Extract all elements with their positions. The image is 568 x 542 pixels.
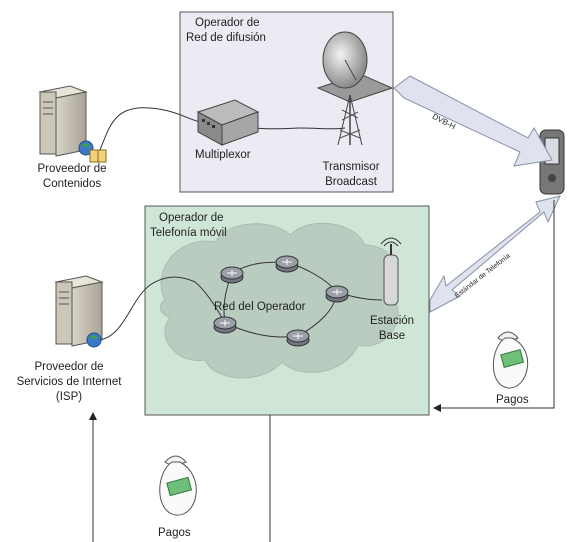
dvbh-arrow (393, 75, 553, 167)
payments-label-bottom: Pagos (158, 527, 191, 539)
mobile-operator-title-2: Telefonía móvil (150, 227, 227, 239)
payments-label-right: Pagos (496, 394, 529, 406)
telephony-arrow (429, 195, 561, 313)
isp-label-3: (ISP) (55, 391, 83, 403)
antenna-icon (380, 237, 402, 306)
mobile-operator-title: Operador de (159, 212, 224, 224)
satellite-dish-icon (316, 31, 394, 146)
payment-lines (89, 200, 555, 542)
content-provider-label-2: Contenidos (42, 178, 102, 190)
multiplexor-label: Multiplexor (195, 149, 251, 161)
content-provider-label: Proveedor de (37, 163, 107, 175)
mobile-phone-icon (539, 129, 565, 195)
routers (213, 255, 349, 347)
base-station-label-2: Base (378, 330, 406, 342)
isp-label-2: Servicios de Internet (16, 376, 122, 388)
transmitter-label: Transmisor (322, 161, 380, 173)
base-station-label: Estación (369, 315, 415, 327)
broadcast-operator-title: Operador de (195, 17, 260, 29)
transmitter-label-2: Broadcast (325, 176, 377, 188)
operator-network-cloud (159, 222, 399, 379)
multiplexor-icon (196, 99, 260, 146)
broadcast-operator-title-2: Red de difusión (186, 32, 266, 44)
money-bag-icon (492, 331, 529, 389)
content-server-icon (38, 85, 107, 163)
operator-network-label: Red del Operador (214, 301, 306, 313)
money-bag-icon (159, 455, 197, 516)
isp-server-icon (54, 275, 104, 348)
isp-label: Proveedor de (34, 361, 104, 373)
